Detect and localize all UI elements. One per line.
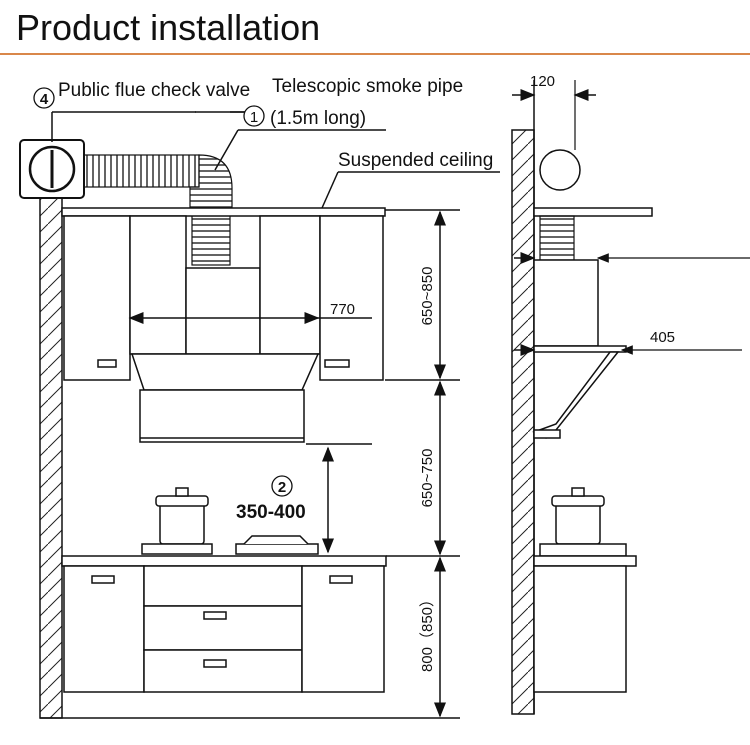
counter-top (61, 487, 387, 567)
side-offset-dim: 120 (530, 73, 555, 90)
lower-cabinets (63, 565, 385, 693)
page-title: Product installation (16, 7, 321, 48)
counter-height-dim: 800（850） (419, 592, 436, 672)
svg-text:2: 2 (278, 479, 286, 496)
check-valve-label: Public flue check valve (58, 80, 250, 101)
suspended-ceiling (61, 207, 386, 217)
side-wall (511, 129, 535, 715)
circle-marker-4: 4 (33, 87, 55, 109)
side-view: 120 405 (511, 73, 750, 715)
upper-cabinet-dim: 650~850 (419, 267, 436, 326)
upper-cabinets (63, 215, 384, 381)
side-pipe (539, 149, 581, 191)
svg-text:1: 1 (250, 109, 258, 126)
front-wall (39, 139, 63, 719)
dimension-lines (51, 111, 500, 718)
hood-counter-dim: 650~750 (419, 449, 436, 508)
title-divider (0, 53, 750, 55)
side-counter (533, 487, 637, 693)
svg-text:4: 4 (40, 91, 49, 108)
side-hood (532, 259, 627, 439)
circle-marker-1: 1 (243, 105, 265, 127)
check-valve (19, 139, 85, 199)
smoke-pipe-length: (1.5m long) (270, 108, 366, 129)
hood-width-dim: 770 (330, 301, 355, 318)
front-view: 4 Public flue check valve Telescopic smo… (19, 76, 500, 719)
smoke-pipe-horizontal (83, 154, 200, 188)
smoke-pipe-label: Telescopic smoke pipe (272, 76, 463, 97)
smoke-pipe-vertical (191, 214, 231, 266)
ceiling-label: Suspended ceiling (338, 150, 493, 171)
side-depth-dim: 405 (650, 329, 675, 346)
hood-gap-label: 350-400 (236, 502, 306, 523)
circle-marker-2: 2 (271, 475, 293, 497)
range-hood (130, 353, 320, 443)
